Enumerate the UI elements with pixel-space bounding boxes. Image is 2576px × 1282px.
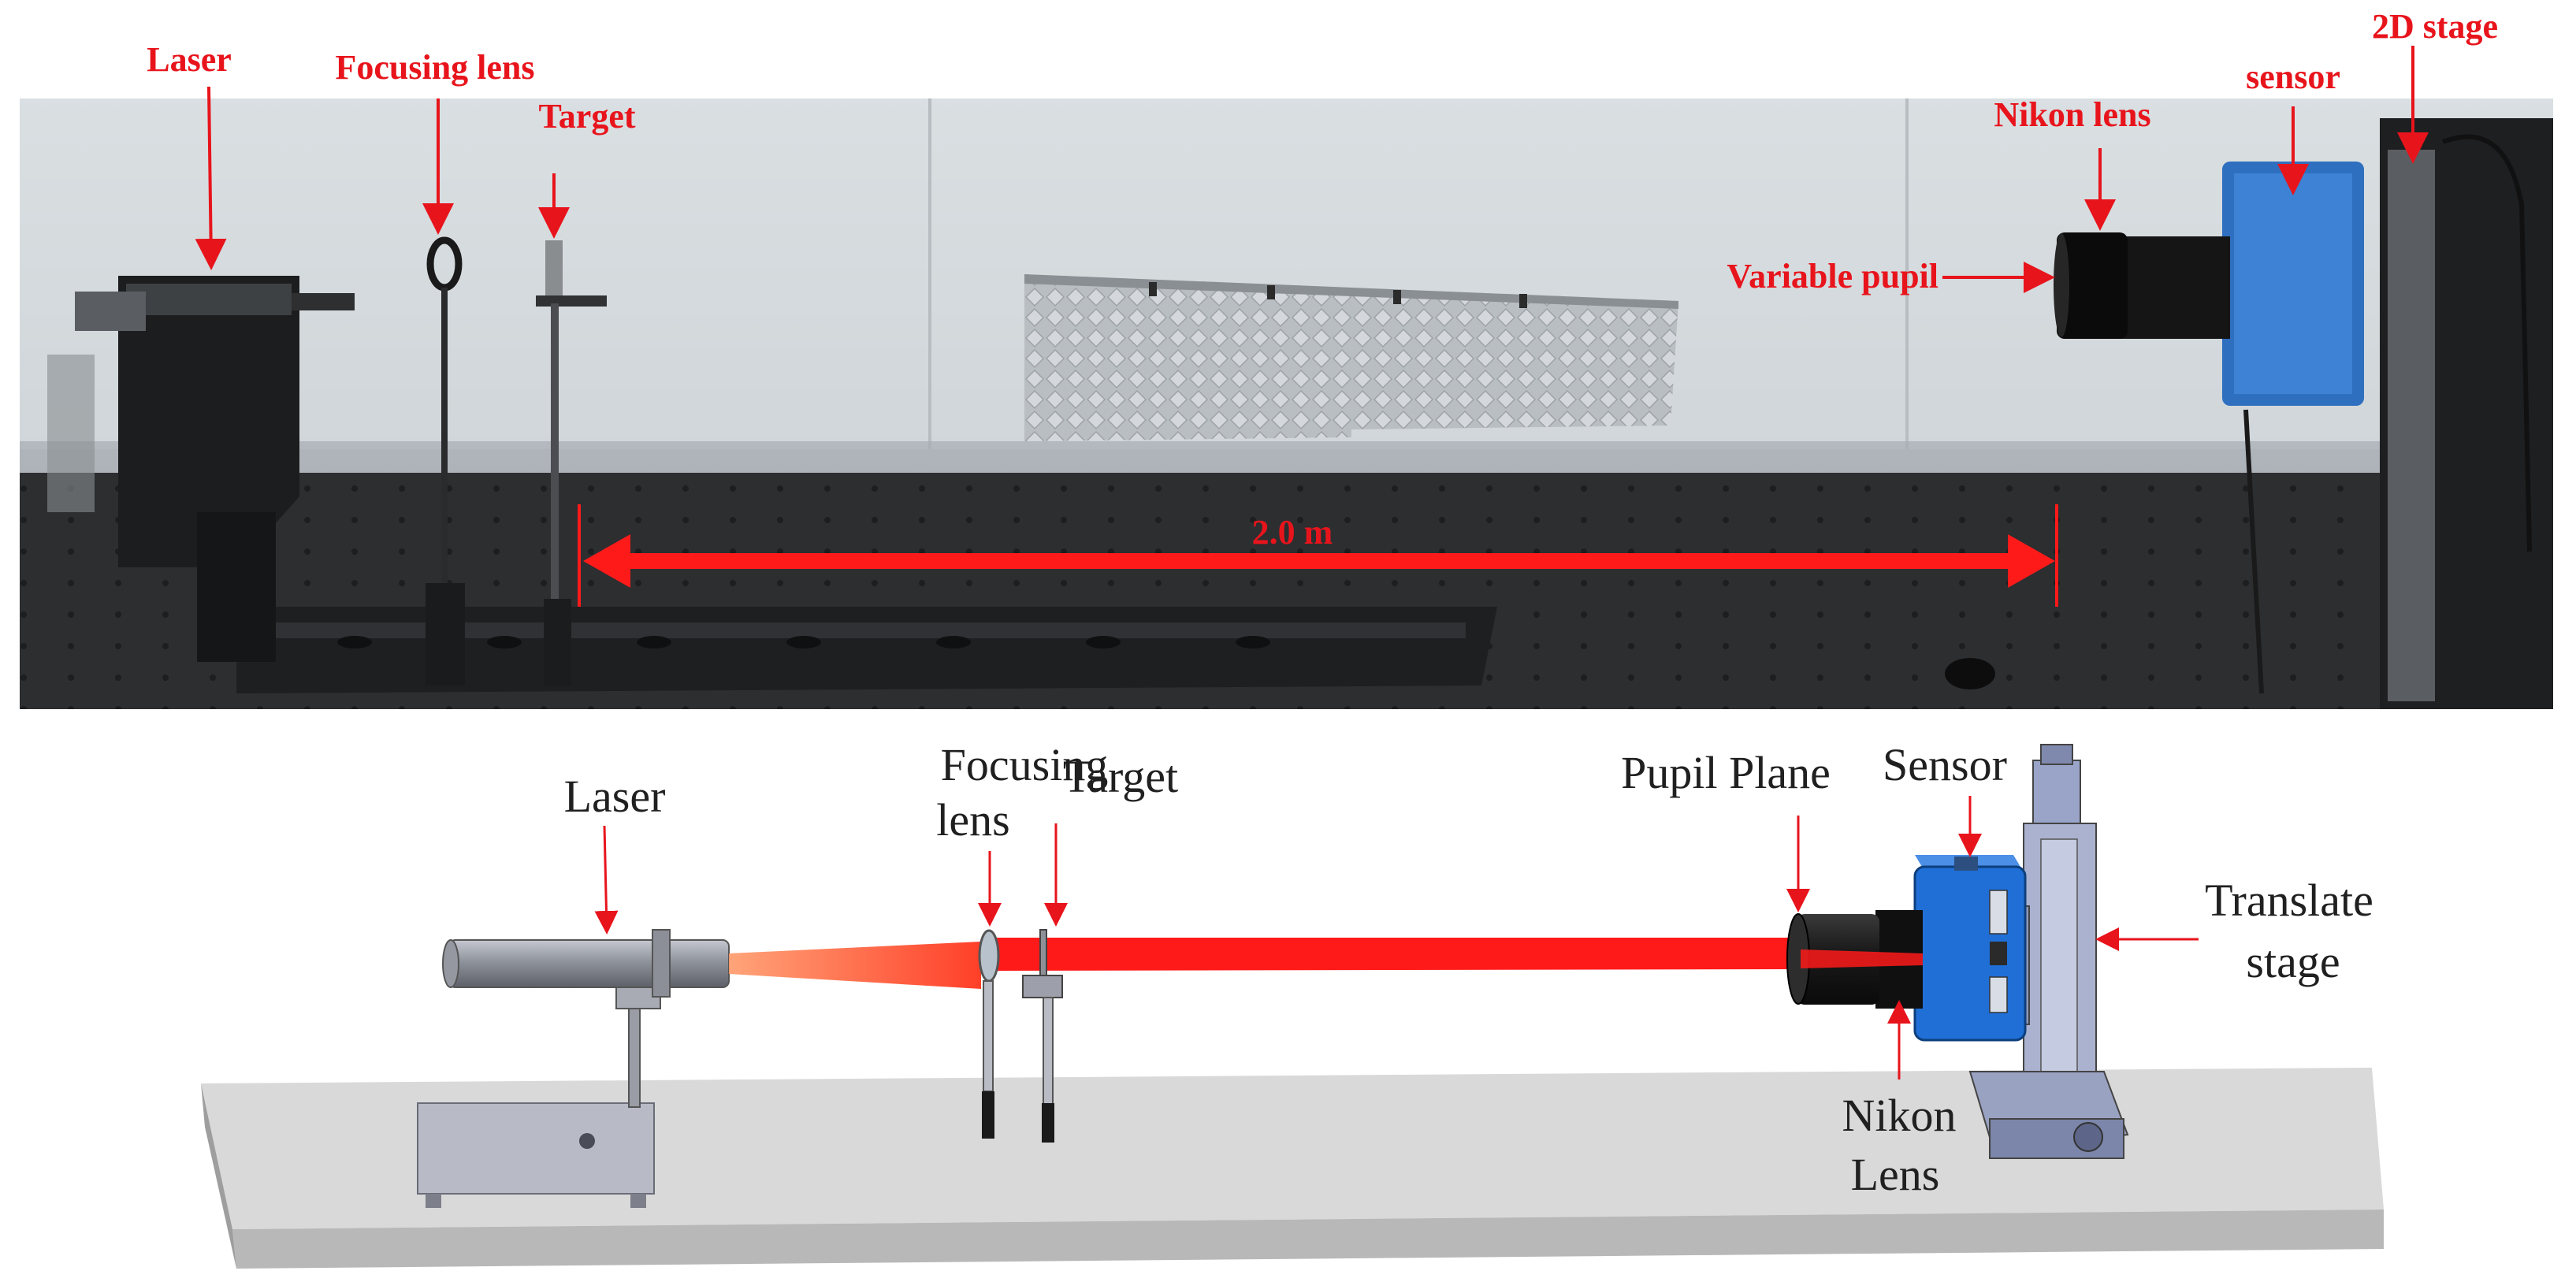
photo-laser — [47, 276, 355, 662]
cad-label-nikon-line1: Nikon — [1842, 1090, 1957, 1141]
photo-camera-assembly — [2054, 118, 2553, 709]
optical-table — [20, 473, 2553, 709]
distance-indicator: 2.0 m — [578, 504, 2058, 607]
photo-label-nikon-lens: Nikon lens — [1994, 95, 2150, 134]
photo-label-sensor: sensor — [2246, 58, 2340, 96]
cad-table — [201, 1068, 2384, 1269]
distance-label: 2.0 m — [1252, 513, 1333, 552]
cad-target — [1022, 929, 1063, 1143]
cad-label-focusing-line2: lens — [936, 794, 1009, 845]
photo-annotations: Laser Focusing lens Target Nikon lens se… — [147, 7, 2498, 295]
photo-focusing-lens — [426, 236, 465, 686]
cad-laser-power-box — [417, 1102, 658, 1208]
cad-label-nikon-line2: Lens — [1851, 1149, 1940, 1200]
photo-panel: 2.0 m — [20, 98, 2553, 709]
diamond-plate-case — [1024, 274, 1678, 441]
cad-laser-beam — [729, 938, 1797, 989]
cad-label-translate-line1: Translate — [2205, 875, 2373, 926]
cad-nikon-lens — [1786, 910, 1923, 1009]
cad-focusing-lens — [978, 929, 1000, 1139]
cad-label-target: Target — [1063, 751, 1178, 802]
cad-panel — [201, 744, 2384, 1269]
photo-label-target: Target — [538, 97, 635, 136]
cad-laser — [442, 929, 730, 1108]
photo-label-laser: Laser — [147, 40, 232, 79]
cad-label-translate-line2: stage — [2246, 936, 2340, 987]
cad-label-pupil-plane: Pupil Plane — [1621, 747, 1831, 798]
photo-label-2d-stage: 2D stage — [2372, 7, 2498, 46]
photo-label-focusing-lens: Focusing lens — [335, 48, 534, 87]
cad-label-laser: Laser — [564, 771, 666, 822]
cad-annotations: Laser Focusing lens Target Pupil Plane S… — [564, 739, 2373, 1200]
cad-label-sensor: Sensor — [1883, 739, 2007, 790]
photo-label-variable-pupil: Variable pupil — [1727, 257, 1939, 295]
cad-label-focusing-line1: Focusing — [941, 739, 1109, 790]
cad-sensor — [1913, 855, 2027, 1042]
photo-target — [536, 240, 607, 686]
